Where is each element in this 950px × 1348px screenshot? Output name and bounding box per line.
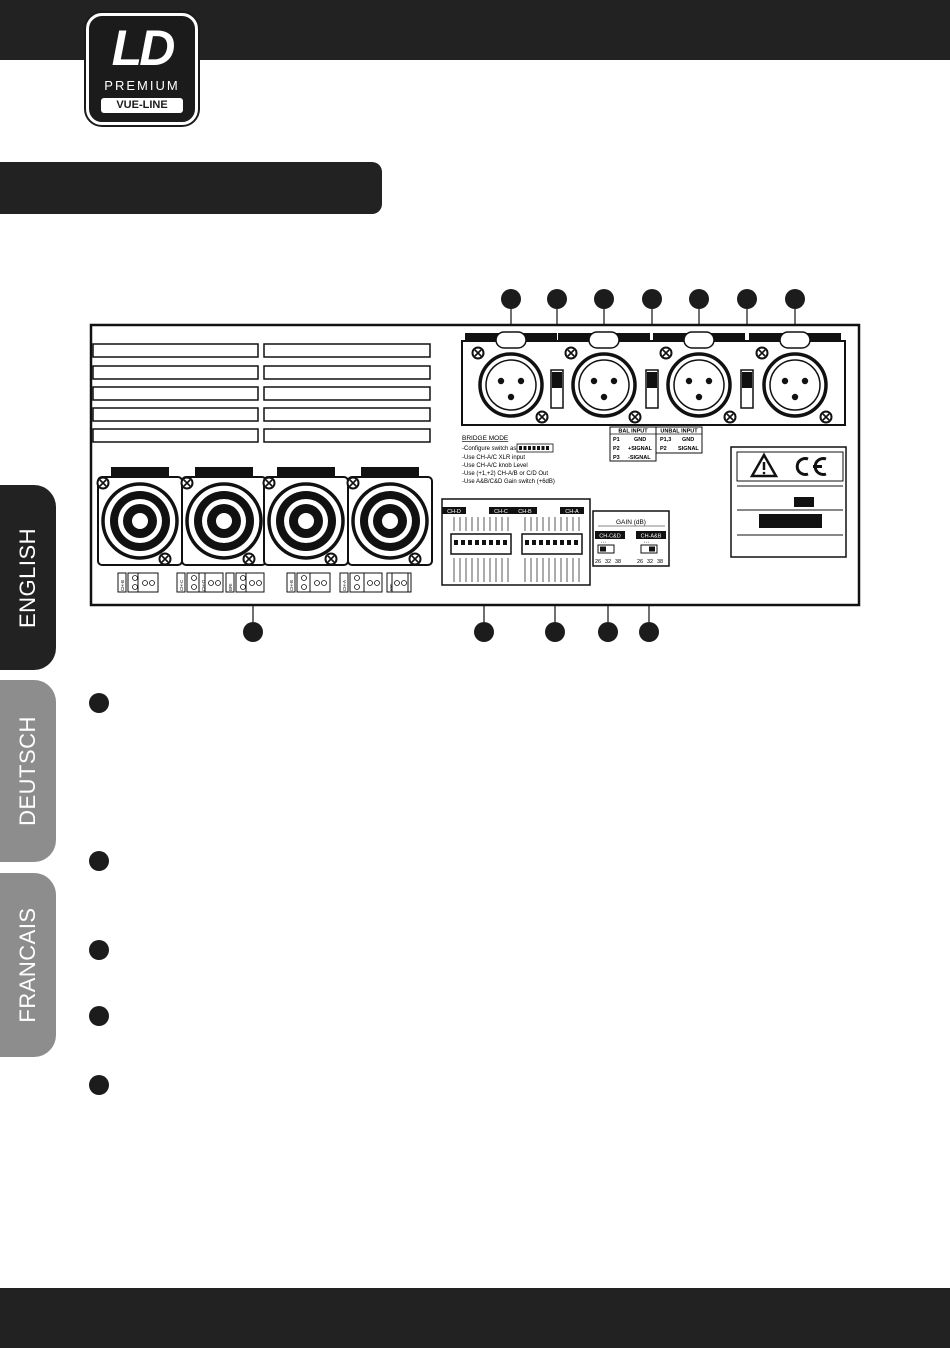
gain-title: GAIN (dB) bbox=[616, 519, 646, 526]
svg-text:BRI: BRI bbox=[228, 583, 233, 591]
xlr-connector-icon bbox=[571, 352, 637, 418]
xlr-inputs bbox=[465, 331, 841, 424]
svg-text:GND: GND bbox=[634, 437, 646, 443]
unbal-input-table: UNBAL INPUT P1,3 GND P2 SIGNAL bbox=[655, 426, 703, 454]
callout-dot bbox=[639, 622, 659, 642]
dip-switch-block: CH-D CH-C CH-B CH-A bbox=[441, 498, 591, 586]
svg-text:SIGNAL: SIGNAL bbox=[678, 446, 699, 452]
svg-text:P2: P2 bbox=[613, 446, 620, 452]
callout-dot bbox=[474, 622, 494, 642]
svg-text:CH-B: CH-B bbox=[120, 580, 125, 591]
leader-lines bbox=[252, 309, 796, 622]
gain-switch-label: CH-A&B bbox=[641, 534, 662, 540]
legend-dot bbox=[89, 1006, 109, 1026]
callout-dot bbox=[547, 289, 567, 309]
dip-channel-label: CH-A bbox=[565, 509, 579, 515]
gain-switch-label: CH-C&D bbox=[599, 534, 620, 540]
unbal-input-title: UNBAL INPUT bbox=[660, 429, 698, 435]
legend-dot bbox=[89, 940, 109, 960]
logo-mark: LD bbox=[111, 20, 176, 76]
speakon-connector-icon bbox=[267, 482, 345, 560]
tab-francais-label: FRANCAIS bbox=[15, 907, 40, 1023]
svg-text:• • •: • • • bbox=[601, 540, 606, 544]
svg-text:CH-A: CH-A bbox=[342, 580, 347, 591]
speakon-connector-icon bbox=[101, 482, 179, 560]
bridge-mode-line: -Configure switch as bbox=[462, 446, 516, 452]
xlr-connector-icon bbox=[762, 352, 828, 418]
logo-premium: PREMIUM bbox=[104, 78, 180, 93]
brand-logo: LD PREMIUM VUE-LINE bbox=[86, 13, 198, 125]
svg-text:32: 32 bbox=[647, 559, 653, 565]
callout-dot bbox=[737, 289, 757, 309]
tab-francais[interactable]: FRANCAIS bbox=[0, 873, 56, 1057]
xlr-connector-icon bbox=[666, 352, 732, 418]
callout-dot bbox=[501, 289, 521, 309]
dip-channel-label: CH-B bbox=[518, 509, 532, 515]
label-strips bbox=[92, 343, 431, 443]
svg-text:GND: GND bbox=[682, 437, 694, 443]
svg-text:CH-C: CH-C bbox=[179, 579, 184, 591]
callout-dot bbox=[642, 289, 662, 309]
svg-text:32: 32 bbox=[605, 559, 611, 565]
tab-deutsch[interactable]: DEUTSCH bbox=[0, 680, 56, 862]
xlr-connector-icon bbox=[478, 352, 544, 418]
callout-dot bbox=[785, 289, 805, 309]
tab-deutsch-label: DEUTSCH bbox=[15, 716, 40, 826]
legend-dot bbox=[89, 1075, 109, 1095]
bridge-mode-line: -Use (+1,+2) CH-A/B or C/D Out bbox=[462, 471, 548, 477]
svg-text:P1,3: P1,3 bbox=[660, 437, 671, 443]
warning-triangle-icon bbox=[749, 452, 779, 478]
svg-text:CH-B: CH-B bbox=[289, 580, 294, 591]
safety-label bbox=[730, 446, 847, 558]
section-header-bar bbox=[0, 162, 382, 214]
svg-text:26: 26 bbox=[637, 559, 643, 565]
svg-text:-SIGNAL: -SIGNAL bbox=[628, 455, 651, 461]
tab-english[interactable]: ENGLISH bbox=[0, 485, 56, 670]
callout-dot bbox=[594, 289, 614, 309]
bridge-mode-title: BRIDGE MODE bbox=[462, 435, 509, 442]
speakon-connector-icon bbox=[185, 482, 263, 560]
svg-text:• • •: • • • bbox=[644, 540, 649, 544]
svg-text:BRI: BRI bbox=[389, 583, 394, 591]
logo-vue-line: VUE-LINE bbox=[101, 98, 183, 113]
callout-dot bbox=[598, 622, 618, 642]
speakon-connector-icon bbox=[351, 482, 429, 560]
dip-channel-label: CH-C bbox=[494, 509, 508, 515]
link-switch bbox=[645, 369, 659, 409]
gain-switch-block: GAIN (dB) CH-C&D CH-A&B • • • • • • 26 32… bbox=[592, 510, 670, 567]
bridge-mode-line: -Use CH-A/C knob Level bbox=[462, 463, 528, 469]
link-switch bbox=[740, 369, 754, 409]
mini-dip-icon bbox=[516, 443, 554, 453]
callout-dot bbox=[243, 622, 263, 642]
legend-dot bbox=[89, 693, 109, 713]
ce-mark-icon bbox=[795, 457, 809, 476]
svg-text:38: 38 bbox=[615, 559, 621, 565]
legend-dot bbox=[89, 851, 109, 871]
bal-input-title: BAL INPUT bbox=[618, 429, 648, 435]
bottom-banner bbox=[0, 1288, 950, 1348]
bridge-mode-line: -Use CH-A/C XLR input bbox=[462, 455, 525, 461]
svg-text:CH-D: CH-D bbox=[201, 579, 206, 591]
svg-text:38: 38 bbox=[657, 559, 663, 565]
speaker-terminals: CH-B CH-C CH-D BRI CH-B CH-A BRI bbox=[117, 572, 412, 593]
svg-text:26: 26 bbox=[595, 559, 601, 565]
callout-dot bbox=[689, 289, 709, 309]
bridge-mode-line: -Use A&B/C&D Gain switch (+6dB) bbox=[462, 479, 555, 485]
speakon-outputs bbox=[96, 467, 433, 566]
dip-channel-label: CH-D bbox=[447, 509, 461, 515]
callout-dot bbox=[545, 622, 565, 642]
svg-text:P2: P2 bbox=[660, 446, 667, 452]
tab-english-label: ENGLISH bbox=[15, 527, 40, 628]
svg-text:+SIGNAL: +SIGNAL bbox=[628, 446, 653, 452]
svg-text:P1: P1 bbox=[613, 437, 620, 443]
link-switch bbox=[550, 369, 564, 409]
bal-input-table: BAL INPUT P1 GND P2 +SIGNAL P3 -SIGNAL bbox=[609, 426, 657, 462]
svg-text:P3: P3 bbox=[613, 455, 620, 461]
